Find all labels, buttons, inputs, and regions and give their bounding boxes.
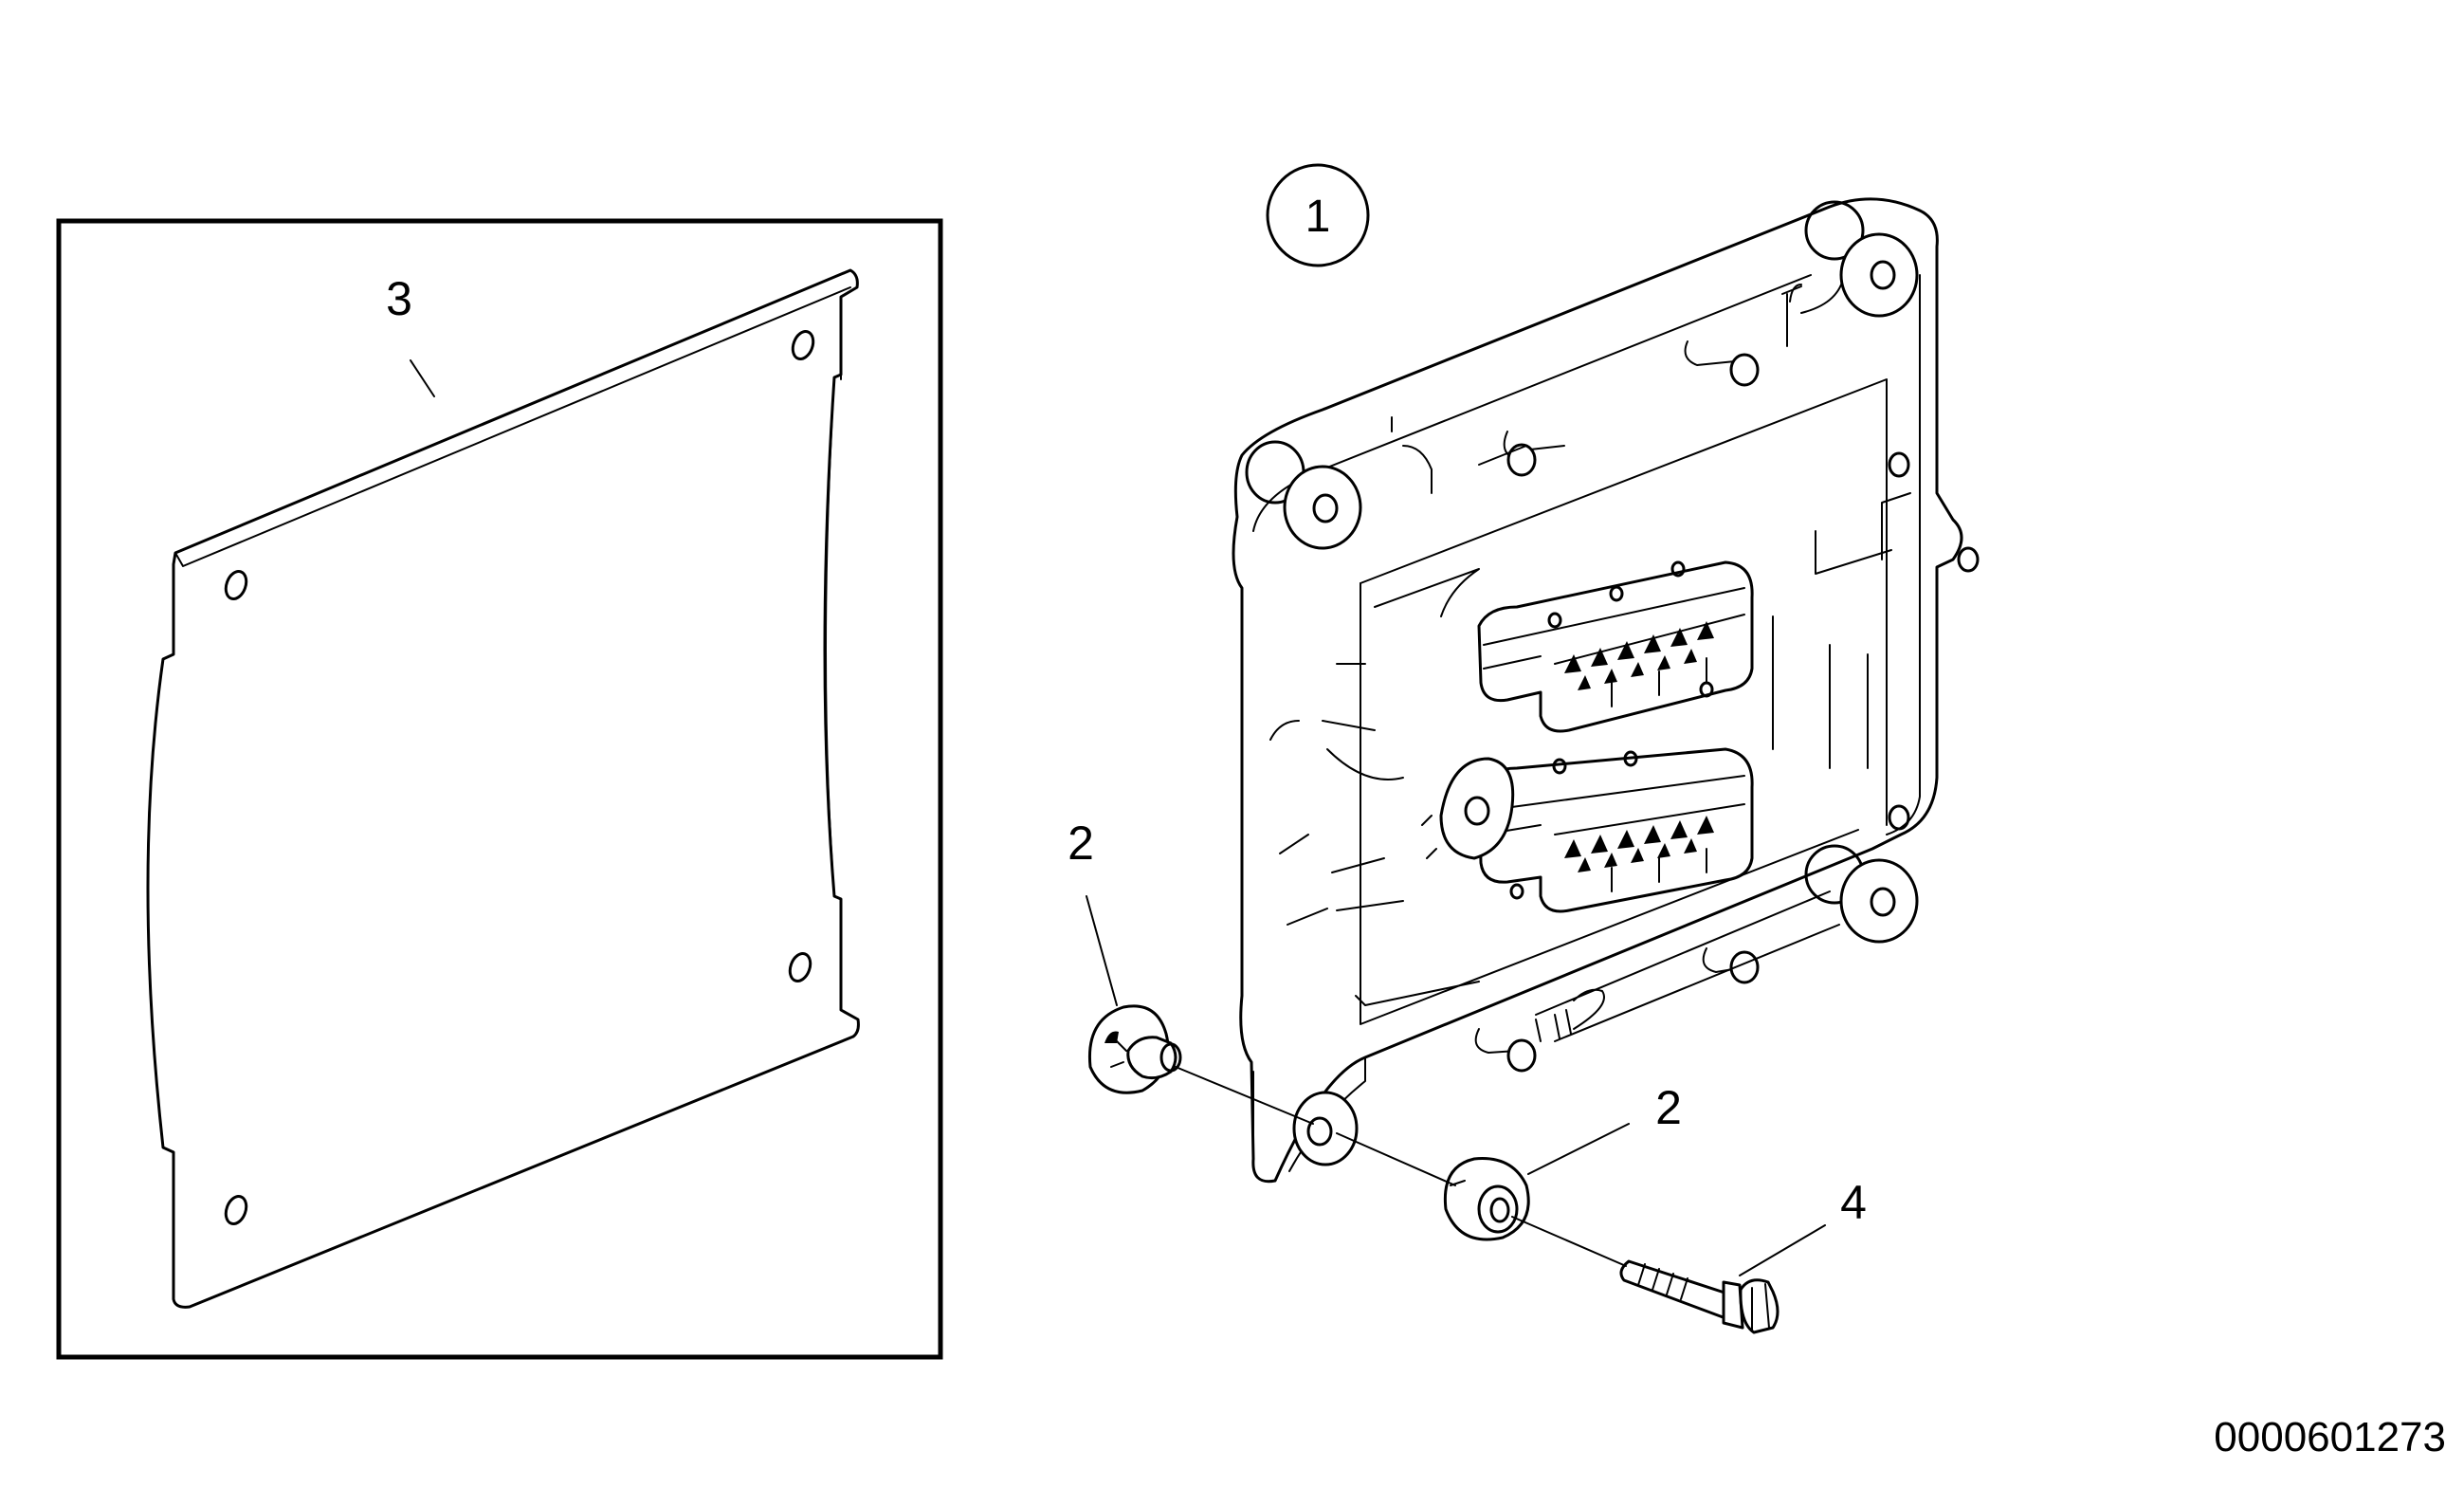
upper-connector-pins [1564, 621, 1714, 690]
upper-connector [1477, 560, 1754, 733]
mounting-boss-bottom-left [1292, 1091, 1359, 1166]
pressure-sensor [1421, 757, 1515, 860]
leader-2-lower [1527, 1123, 1630, 1175]
callout-3-label: 3 [386, 272, 412, 325]
callout-1: 1 [1266, 163, 1370, 267]
lower-connector-pins [1564, 816, 1714, 872]
callout-2-lower-label: 2 [1655, 1081, 1682, 1134]
callout-1-label: 1 [1305, 192, 1331, 242]
inset-frame [56, 218, 943, 1360]
control-unit [1232, 197, 1980, 1184]
grommet-lower [1443, 1157, 1530, 1241]
mounting-boss-top-left [1245, 440, 1362, 550]
callout-2-upper-label: 2 [1068, 817, 1094, 870]
leader-2-upper [1086, 895, 1118, 1006]
cover-plate [146, 268, 860, 1309]
leader-4 [1739, 1224, 1826, 1276]
mounting-boss-top-right [1804, 200, 1919, 318]
mounting-boss-bottom-right [1804, 844, 1919, 944]
label-plate [1535, 890, 1840, 1042]
standoff-posts [1474, 340, 1760, 1073]
bolt [1619, 1259, 1780, 1334]
figure-id: 0000601273 [2214, 1414, 2446, 1460]
assembly-axis-line [1175, 1066, 1627, 1267]
callout-4-label: 4 [1840, 1176, 1867, 1229]
grommet-upper [1087, 1004, 1182, 1094]
